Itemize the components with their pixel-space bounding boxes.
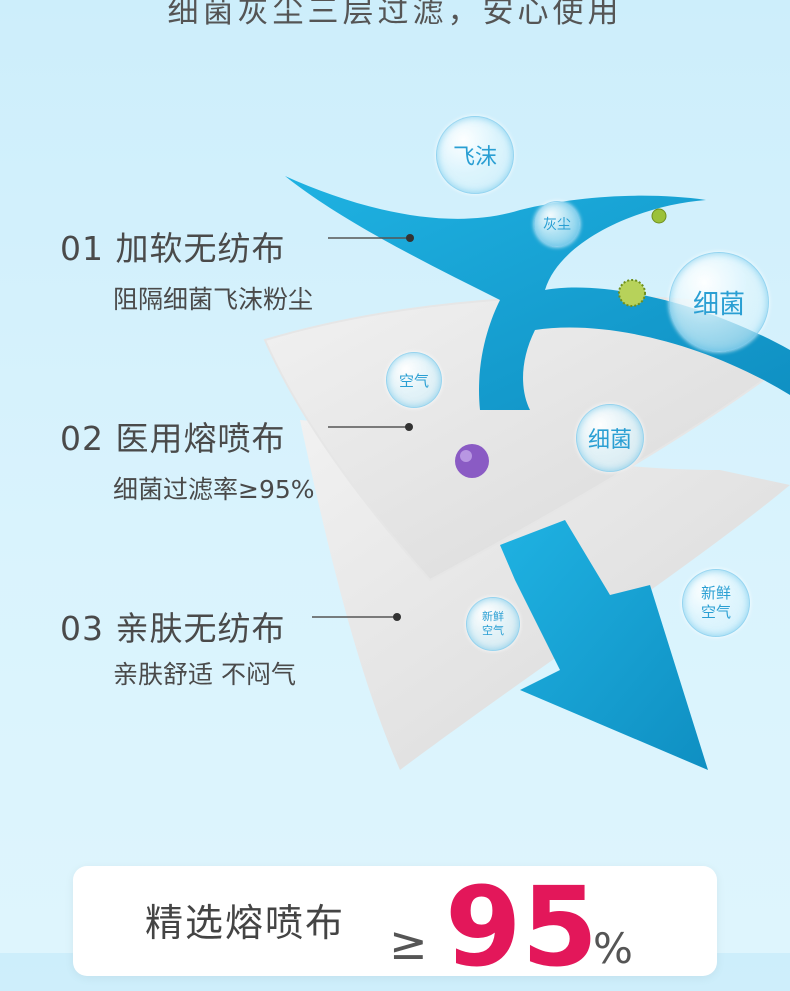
bubble-dust-label: 灰尘 — [543, 217, 571, 233]
layer-3-title: 03 亲肤无纺布 — [60, 609, 286, 648]
bubble-fresh-air-small-line1: 新鲜 — [482, 610, 504, 623]
bubble-droplet-label: 飞沫 — [452, 145, 497, 170]
bacteria-particle-icon — [618, 279, 646, 307]
card-symbol: ≥ — [389, 916, 428, 970]
layer-3-desc: 亲肤舒适 不闷气 — [113, 660, 296, 689]
bubble-bacteria-large: 细菌 — [669, 252, 769, 352]
layer-2-title: 02 医用熔喷布 — [60, 419, 286, 458]
card-unit: % — [593, 924, 633, 973]
purple-germ-icon — [455, 444, 489, 478]
layer-1-desc: 阻隔细菌飞沫粉尘 — [113, 285, 314, 314]
bubble-fresh-air-right-line1: 新鲜 — [700, 584, 731, 602]
bubble-air-label: 空气 — [398, 371, 429, 390]
layer-2-desc: 细菌过滤率≥95% — [113, 475, 315, 504]
bubble-air: 空气 — [386, 352, 442, 408]
bubble-fresh-air-right: 新鲜 空气 — [682, 569, 750, 637]
bubble-fresh-air-right-line2: 空气 — [700, 603, 731, 621]
bubble-bacteria-mid: 细菌 — [576, 404, 644, 472]
bubble-fresh-air-small-line2: 空气 — [482, 624, 504, 637]
card-value: 95 — [445, 863, 599, 991]
filtration-rate-card: 精选熔喷布 ≥ 95 % — [73, 866, 717, 982]
headline: 细菌灰尘三层过滤，安心使用 — [167, 0, 623, 30]
virus-particle-icon — [651, 208, 667, 224]
bubble-bacteria-large-label: 细菌 — [692, 289, 745, 320]
layer-1-title: 01 加软无纺布 — [60, 229, 286, 268]
card-label: 精选熔喷布 — [145, 901, 346, 945]
bubble-droplet: 飞沫 — [436, 116, 514, 194]
bubble-bacteria-mid-label: 细菌 — [587, 428, 632, 453]
airflow-arrow — [500, 520, 708, 770]
bubble-fresh-air-small: 新鲜 空气 — [466, 597, 520, 651]
bubble-dust: 灰尘 — [534, 201, 580, 247]
